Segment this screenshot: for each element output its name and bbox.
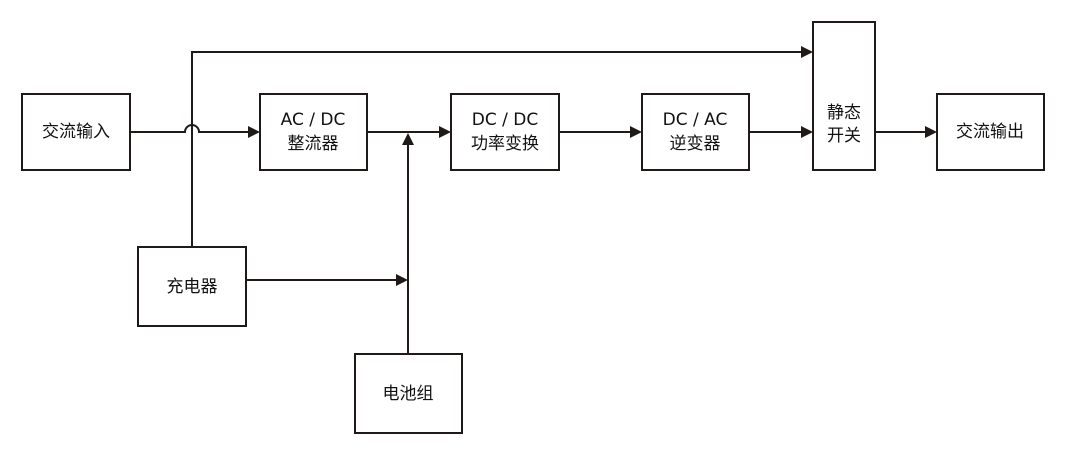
block-dcdc-label-line2: 功率变换 (471, 134, 539, 154)
wire-dcdc-to-inverter (559, 126, 642, 138)
arrow-head (248, 126, 260, 138)
wire-static-switch-to-ac-output (875, 126, 937, 138)
wire-rectifier-to-dcdc (367, 126, 451, 138)
block-charger: 充电器 (137, 246, 247, 327)
wire-bypass-to-static-switch (191, 46, 813, 247)
block-static-switch: 静态 开关 (812, 21, 876, 171)
block-inverter-label-line1: DC / AC (663, 110, 728, 130)
arrow-head (630, 126, 642, 138)
block-rectifier: AC / DC 整流器 (259, 93, 368, 171)
block-inverter: DC / AC 逆变器 (641, 93, 750, 171)
block-charger-label: 充电器 (167, 277, 218, 297)
block-inverter-label-line2: 逆变器 (670, 134, 721, 154)
wire-charger-to-dc-bus (246, 274, 408, 286)
arrow-head (801, 46, 813, 58)
block-ac-output-label: 交流输出 (956, 122, 1024, 142)
block-rectifier-label-line2: 整流器 (288, 134, 339, 154)
wire-ac-input-to-rectifier (130, 124, 260, 138)
block-battery-label: 电池组 (383, 384, 434, 404)
block-static-switch-label-line1: 静态 (827, 103, 861, 123)
block-rectifier-label-line1: AC / DC (281, 110, 346, 130)
wire-inverter-to-static-switch (749, 126, 813, 138)
arrow-head (439, 126, 451, 138)
block-ac-output: 交流输出 (936, 93, 1045, 171)
block-ac-input: 交流输入 (21, 93, 131, 171)
arrow-head (925, 126, 937, 138)
wire-battery-to-dc-bus (402, 133, 414, 354)
arrow-head (801, 126, 813, 138)
arrow-head (402, 133, 414, 145)
block-static-switch-label-line2: 开关 (827, 126, 861, 146)
block-battery: 电池组 (354, 353, 463, 434)
block-dcdc: DC / DC 功率变换 (450, 93, 560, 171)
block-dcdc-label-line1: DC / DC (472, 110, 538, 130)
arrow-head (396, 274, 408, 286)
block-ac-input-label: 交流输入 (42, 122, 110, 142)
